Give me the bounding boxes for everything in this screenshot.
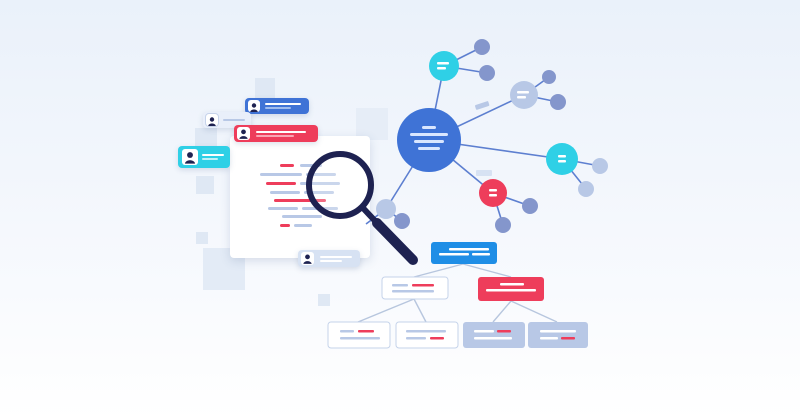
code-line [306, 173, 336, 176]
graph-leaf [542, 70, 556, 84]
graph-leaf [394, 213, 410, 229]
user-icon [248, 100, 260, 112]
chip-line [202, 158, 218, 160]
accent-bar [476, 170, 492, 176]
graph-leaf [522, 198, 538, 214]
user-icon [182, 149, 198, 165]
user-chip [178, 146, 230, 168]
bg-square [255, 78, 275, 100]
user-chip [234, 125, 318, 142]
user-chip [298, 250, 360, 267]
tree-edges [357, 263, 558, 323]
tree-card [395, 321, 459, 349]
tree-card [528, 322, 588, 348]
code-line [280, 164, 294, 167]
user-chip [245, 98, 309, 114]
graph-node-light [510, 81, 538, 109]
graph-leaf [376, 199, 396, 219]
code-line [300, 182, 340, 185]
tree-card [463, 322, 525, 348]
code-line [274, 199, 326, 202]
code-line [270, 191, 300, 194]
chip-line [265, 103, 301, 105]
tree-root-card [431, 242, 497, 264]
bg-square [356, 108, 388, 140]
tree-card-red [478, 277, 544, 301]
graph-node-cyan [546, 143, 578, 175]
chip-line [256, 131, 306, 133]
bg-square [195, 128, 217, 150]
code-line [282, 215, 322, 218]
graph-leaf [578, 181, 594, 197]
code-line [280, 224, 290, 227]
code-line [294, 224, 312, 227]
chip-line [256, 135, 294, 137]
bg-square [318, 294, 330, 306]
chip-line [265, 107, 291, 109]
code-line [266, 182, 296, 185]
code-line [260, 173, 302, 176]
chip-line [223, 119, 245, 121]
graph-leaf [474, 39, 490, 55]
user-icon [301, 252, 314, 265]
code-line [268, 207, 298, 210]
graph-leaf [479, 65, 495, 81]
tree-card [327, 321, 391, 349]
graph-leaf [550, 94, 566, 110]
user-chip [203, 112, 251, 128]
chip-line [320, 260, 342, 262]
graph-leaf [592, 158, 608, 174]
code-line [300, 164, 322, 167]
magnifying-glass-icon [306, 151, 418, 265]
accent-bar [474, 101, 490, 110]
bg-square [196, 232, 208, 244]
graph-node-red [479, 179, 507, 207]
tree-card [381, 276, 449, 300]
bg-square [196, 176, 214, 194]
user-icon [237, 127, 250, 140]
chip-line [320, 256, 352, 258]
code-line [304, 191, 334, 194]
graph-node-cyan [429, 51, 459, 81]
chip-line [202, 154, 224, 156]
graph-leaf [495, 217, 511, 233]
user-icon [206, 114, 218, 126]
